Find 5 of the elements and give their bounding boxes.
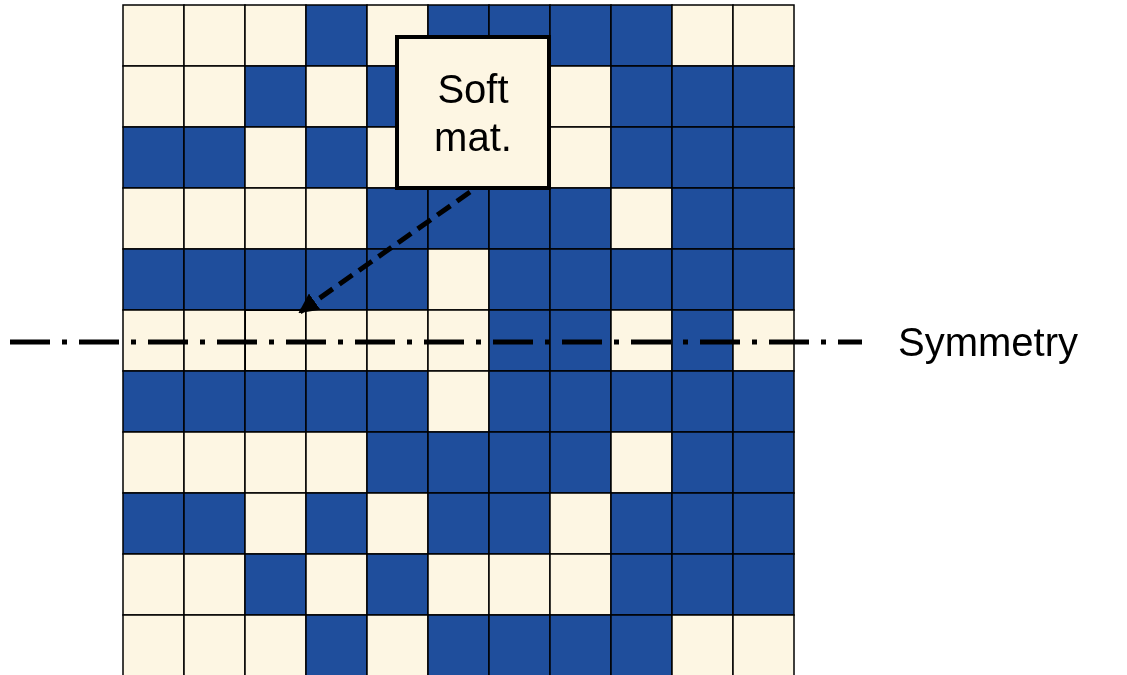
leader-arrow — [298, 189, 472, 315]
callout-text: Soft mat. — [433, 65, 513, 161]
axis-label: Symmetry — [898, 319, 1078, 366]
callout-box — [395, 35, 551, 190]
grid-cell — [245, 310, 306, 371]
